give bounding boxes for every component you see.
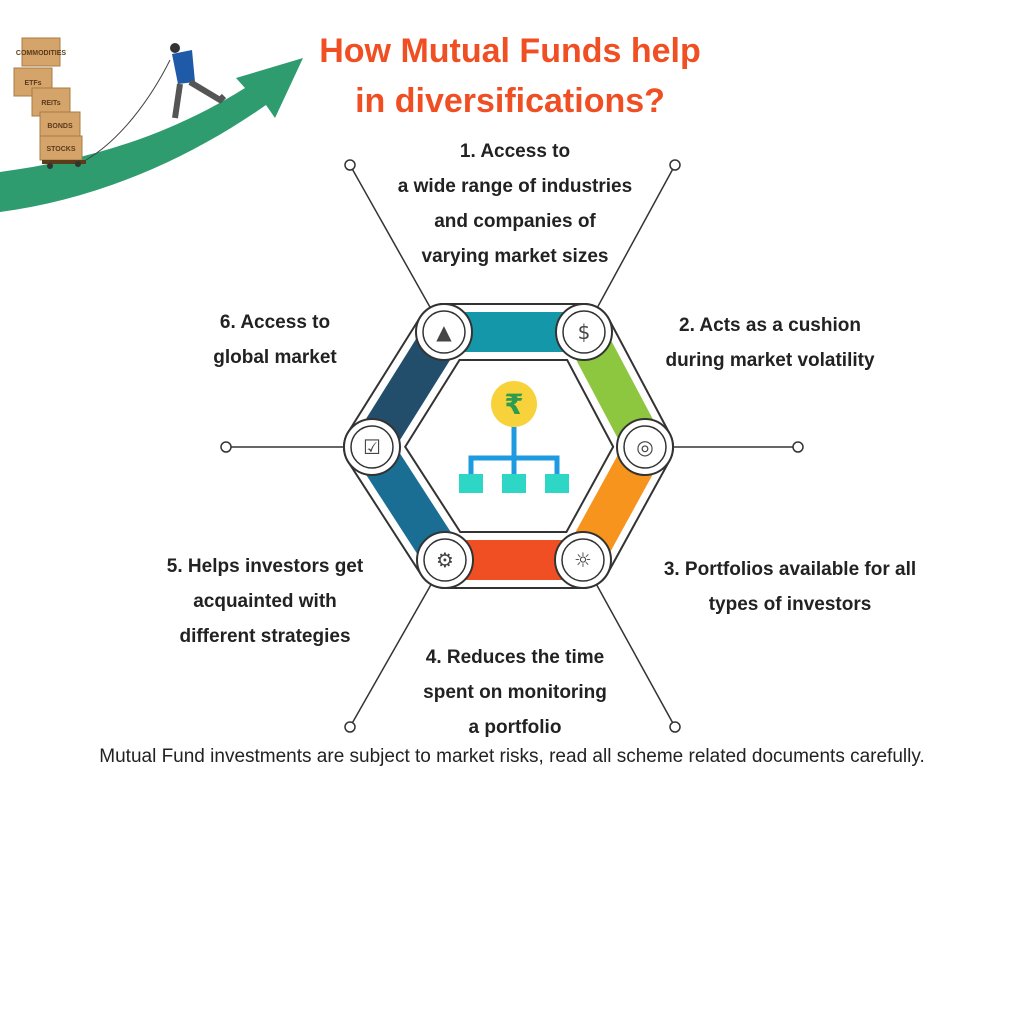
green-arrow: [0, 58, 303, 212]
icon-circle: [422, 310, 466, 354]
item-line: and companies of: [434, 211, 596, 232]
item-2-text: 2. Acts as a cushion during market volat…: [640, 308, 900, 378]
box-label: REITs: [41, 100, 60, 107]
box-stack: COMMODITIES ETFs REITs BONDS STOCKS: [13, 37, 86, 169]
page-title-line1: How Mutual Funds help: [319, 32, 701, 70]
icon-circle: [350, 425, 394, 469]
item-line: a portfolio: [468, 717, 562, 738]
businessman: [170, 43, 227, 119]
icon-circle: [623, 425, 667, 469]
item-line: 6. Access to: [219, 312, 331, 333]
rope: [85, 59, 171, 161]
item-4-text: 4. Reduces the time spent on monitoring …: [390, 640, 640, 745]
connectors: [220, 159, 804, 733]
icon-circle: [562, 310, 606, 354]
item-line: different strategies: [179, 626, 351, 647]
lightbulb-icon: ☼: [574, 548, 592, 572]
item-1-text: 1. Access to a wide range of industries …: [370, 134, 660, 274]
item-line: a wide range of industries: [397, 176, 633, 197]
item-line: varying market sizes: [421, 246, 609, 267]
item-6-text: 6. Access to global market: [175, 305, 375, 375]
item-line: 1. Access to: [459, 141, 571, 162]
item-line: 5. Helps investors get: [166, 556, 364, 577]
item-line: 2. Acts as a cushion: [679, 315, 861, 336]
item-line: 4. Reduces the time: [425, 647, 605, 668]
icon-circle: [423, 538, 467, 582]
disclaimer: Mutual Fund investments are subject to m…: [99, 746, 925, 767]
mountain-flag-icon: ▲: [436, 320, 452, 344]
page-title-line2: in diversifications?: [355, 82, 665, 120]
svg-text:₹: ₹: [504, 388, 523, 421]
growth-illustration: COMMODITIES ETFs REITs BONDS STOCKS: [0, 37, 303, 212]
box-label: BONDS: [47, 123, 73, 130]
item-line: types of investors: [708, 594, 872, 615]
item-line: global market: [213, 347, 337, 368]
head-gear-icon: ⚙: [436, 548, 454, 572]
checklist-icon: ☑: [363, 435, 381, 459]
box-label: STOCKS: [46, 146, 75, 153]
money-plant-icon: $: [578, 320, 591, 344]
item-line: during market volatility: [665, 350, 875, 371]
rupee-hierarchy-icon: ₹: [459, 381, 569, 493]
item-line: 3. Portfolios available for all: [663, 559, 917, 580]
icon-circle: [561, 538, 605, 582]
target-icon: ◎: [636, 435, 653, 459]
item-3-text: 3. Portfolios available for all types of…: [640, 552, 940, 622]
item-line: spent on monitoring: [423, 682, 607, 703]
hexagon-ring: $ ◎ ☼ ⚙ ☑ ▲: [343, 303, 674, 589]
box-label: COMMODITIES: [16, 50, 66, 57]
item-line: acquainted with: [193, 591, 337, 612]
box-label: ETFs: [24, 80, 41, 87]
item-5-text: 5. Helps investors get acquainted with d…: [150, 549, 380, 654]
